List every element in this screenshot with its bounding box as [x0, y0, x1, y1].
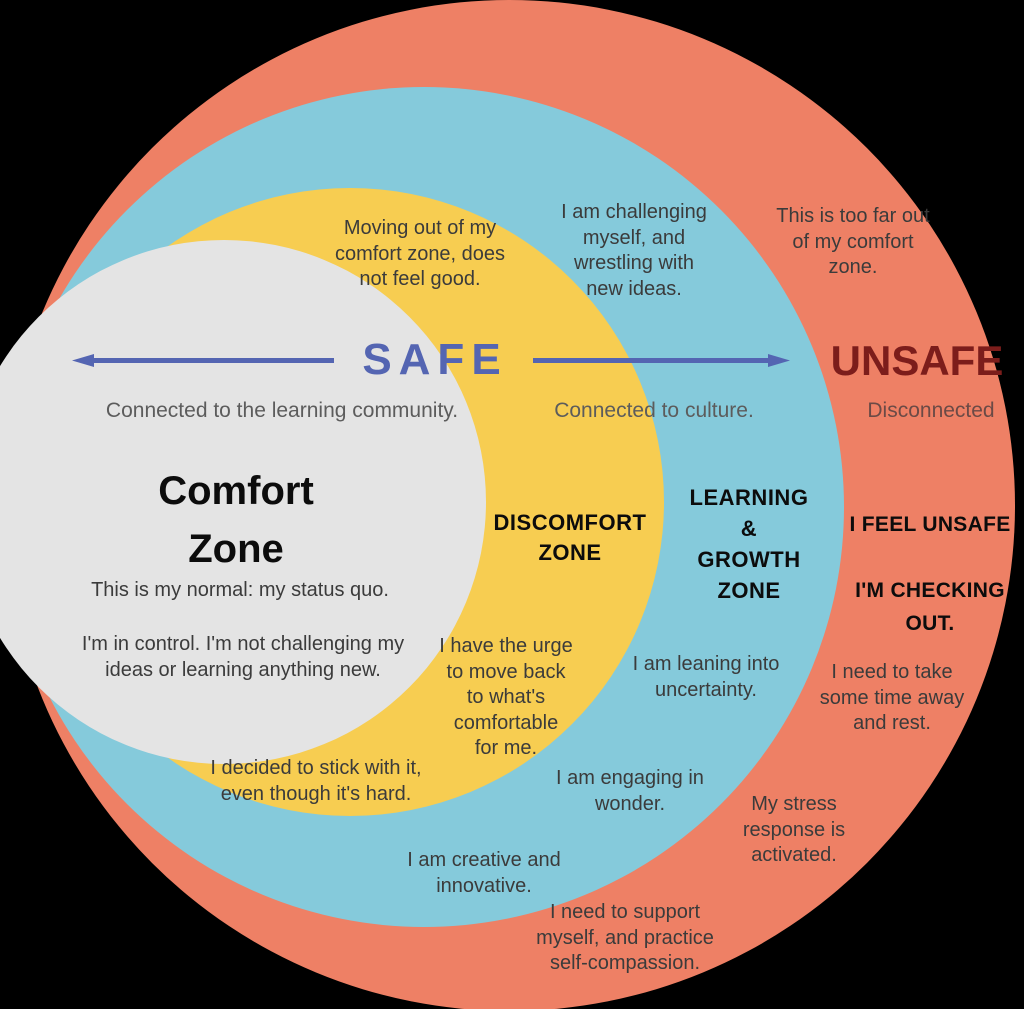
unsafe-label: UNSAFE	[830, 337, 1004, 384]
statement-unsafe-4: I need to support myself, and practice s…	[536, 901, 714, 975]
statement-growth-2: I am leaning into uncertainty.	[632, 653, 780, 701]
axis-caption-right: Disconnected	[867, 399, 995, 422]
zone-label-unsafe: I FEEL UNSAFE I'M CHECKING OUT.	[849, 513, 1011, 635]
axis-caption-left: Connected to the learning community.	[105, 399, 459, 422]
safe-label: SAFE	[362, 335, 508, 384]
statement-unsafe-1: This is too far out of my comfort zone.	[776, 205, 930, 279]
statement-discomfort-2: I have the urge to move back to what's c…	[439, 635, 573, 760]
axis-caption-middle: Connected to culture.	[554, 399, 754, 422]
statement-growth-3: I am engaging in wonder.	[556, 767, 704, 815]
arrow-left-icon	[72, 354, 334, 367]
statement-growth-1: I am challenging myself, and wrestling w…	[561, 201, 707, 300]
safe-unsafe-axis: SAFE UNSAFE	[0, 336, 1024, 388]
zone-label-discomfort: DISCOMFORT ZONE	[493, 510, 647, 565]
statement-unsafe-2: I need to take some time away and rest.	[819, 661, 965, 735]
statement-comfort-1: This is my normal: my status quo.	[91, 579, 389, 601]
statement-growth-4: I am creative and innovative.	[407, 849, 561, 897]
statement-comfort-2: I'm in control. I'm not challenging my i…	[81, 633, 405, 681]
statement-discomfort-3: I decided to stick with it, even though …	[210, 757, 422, 805]
statement-discomfort-1: Moving out of my comfort zone, does not …	[334, 217, 506, 291]
zone-label-learning-growth: LEARNING & GROWTH ZONE	[689, 485, 809, 603]
zone-label-comfort: Comfort Zone	[158, 469, 314, 571]
arrow-right-icon	[533, 354, 790, 367]
zone-ring-comfort	[0, 240, 486, 764]
statement-unsafe-3: My stress response is activated.	[742, 793, 846, 867]
